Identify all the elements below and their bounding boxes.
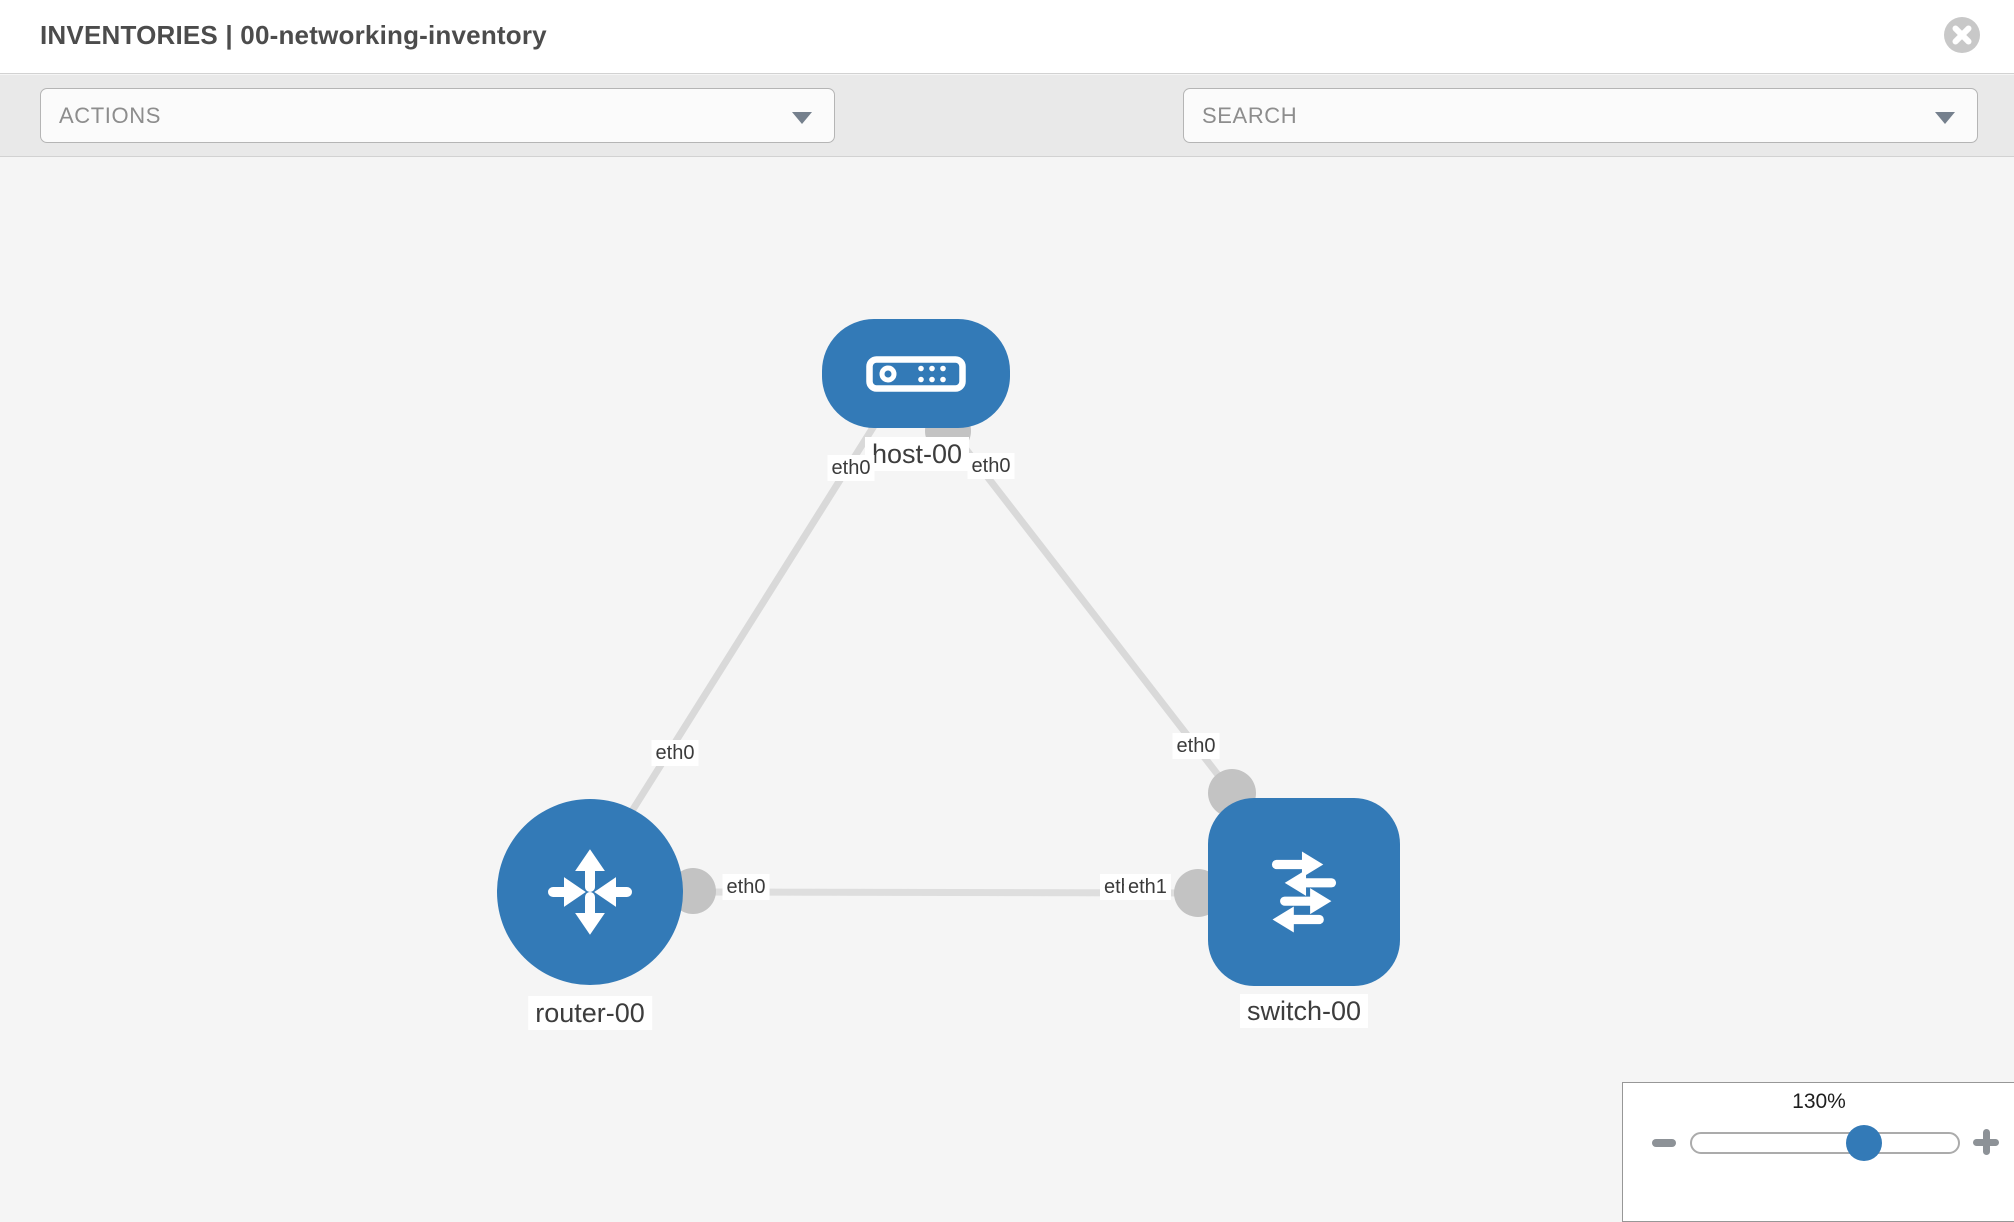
close-button[interactable] bbox=[1943, 16, 1981, 54]
node-host-00[interactable] bbox=[822, 319, 1010, 428]
interface-label: eth0 bbox=[827, 455, 875, 481]
zoom-level: 130% bbox=[1792, 1090, 1846, 1113]
link-host-router[interactable] bbox=[612, 408, 887, 840]
chevron-down-icon bbox=[1935, 112, 1955, 124]
interface-label: eth0 bbox=[722, 874, 770, 900]
interface-label: eth0 bbox=[967, 453, 1015, 479]
host-icon bbox=[866, 355, 966, 392]
zoom-panel: 130% bbox=[1622, 1082, 2014, 1222]
plus-icon bbox=[1982, 1129, 1990, 1155]
topology-links bbox=[612, 408, 1235, 897]
zoom-slider-thumb[interactable] bbox=[1846, 1125, 1882, 1161]
close-icon bbox=[1944, 17, 1980, 53]
actions-dropdown-label: ACTIONS bbox=[59, 103, 161, 128]
toolbar: ACTIONS SEARCH bbox=[0, 75, 2014, 203]
interface-label: eth1 bbox=[1124, 874, 1171, 900]
zoom-slider-track[interactable] bbox=[1690, 1132, 1960, 1154]
node-switch-00[interactable] bbox=[1208, 798, 1400, 986]
search-dropdown[interactable]: SEARCH bbox=[1183, 88, 1978, 143]
zoom-in-button[interactable] bbox=[1972, 1128, 2000, 1156]
node-router-00[interactable] bbox=[497, 799, 683, 985]
topology-canvas[interactable]: host-00 router-00 switch-00 eth0 eth0 et… bbox=[0, 158, 2014, 1200]
zoom-out-button[interactable] bbox=[1652, 1139, 1676, 1147]
actions-dropdown[interactable]: ACTIONS bbox=[40, 88, 835, 143]
interface-label: eth0 bbox=[651, 740, 699, 766]
switch-icon bbox=[1271, 851, 1337, 933]
interface-label: eth0 bbox=[1172, 733, 1220, 759]
search-dropdown-label: SEARCH bbox=[1202, 103, 1298, 128]
node-label-switch: switch-00 bbox=[1239, 994, 1369, 1028]
chevron-down-icon bbox=[792, 112, 812, 124]
page-title: INVENTORIES | 00-networking-inventory bbox=[40, 20, 547, 50]
header: INVENTORIES | 00-networking-inventory bbox=[0, 0, 2014, 74]
link-host-switch[interactable] bbox=[945, 423, 1235, 796]
node-label-router: router-00 bbox=[528, 996, 652, 1030]
node-label-host: host-00 bbox=[864, 437, 970, 471]
router-icon bbox=[548, 849, 632, 935]
